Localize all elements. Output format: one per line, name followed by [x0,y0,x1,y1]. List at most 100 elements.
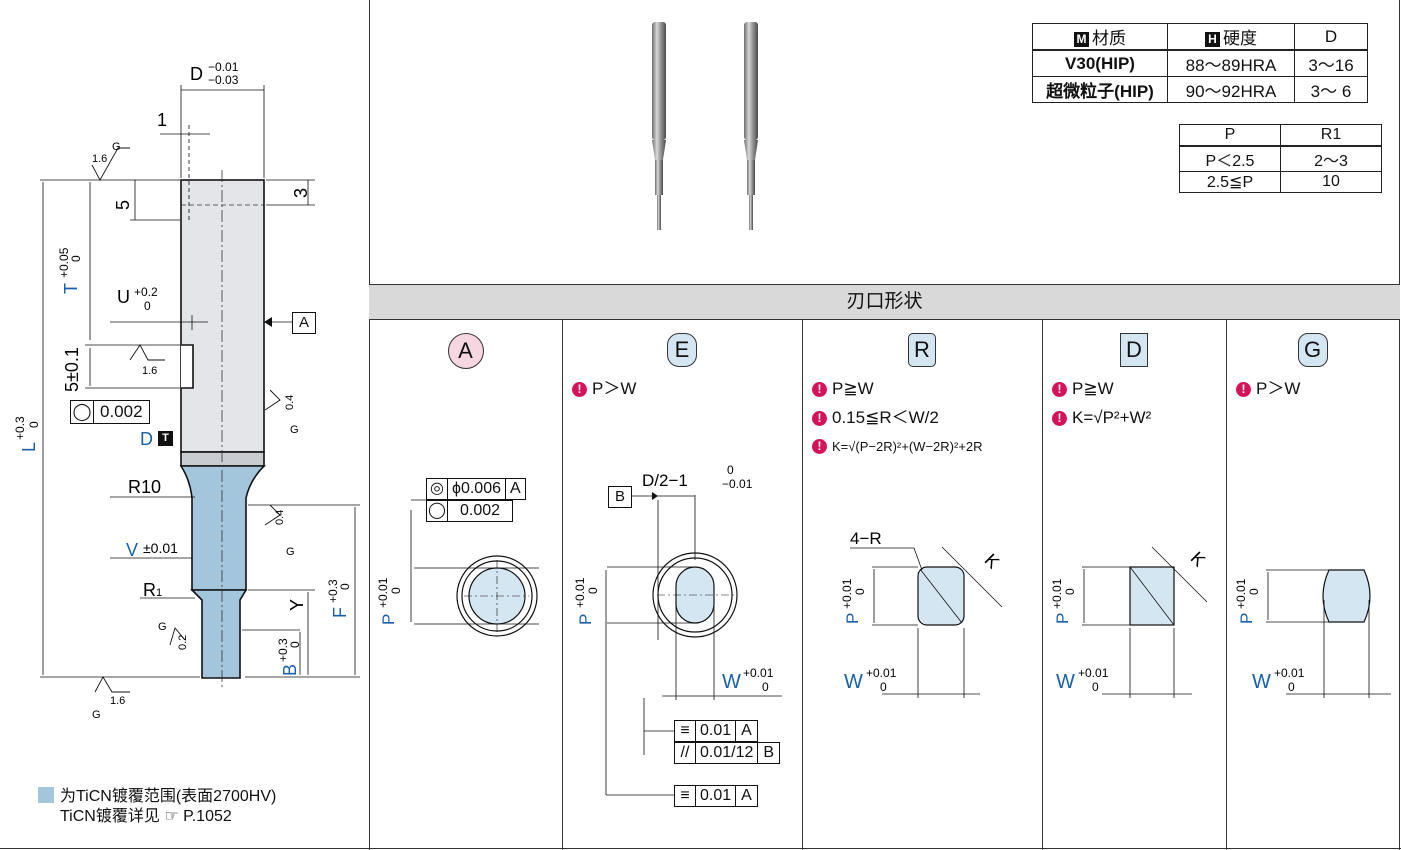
b-tol-low: 0 [288,641,302,648]
shape-r-note: ! P≧W [812,379,874,399]
legend-row-1: 为TiCN镀覆范围(表面2700HV) [38,787,276,807]
datum-b-box: B [608,486,632,508]
symmetry-value: 0.01 [696,786,737,806]
main-drawing: D −0.01 −0.03 1 5 3 U +0.2 0 R10 R1 V ±0… [13,60,360,721]
r1-cell: 2～3 [1280,145,1382,172]
p-label: P [1237,613,1256,624]
coaxiality-value: ϕ0.006 [448,479,506,499]
note-text: P＞W [1256,379,1301,398]
shape-code-badge: R [908,333,936,367]
shape-a-drawing: P +0.01 0 [376,499,539,637]
shape-d-note: !K=√P²+W² [1052,408,1151,428]
p-header: P [1179,124,1281,147]
roughness-label: 0.4 [284,395,296,410]
u-label: U [117,287,130,307]
warning-icon: ! [812,382,827,397]
d-range-cell: 3～ 6 [1294,76,1368,103]
r1-letter: R [143,580,156,600]
punch-body [179,179,266,679]
p-tol-up: +0.01 [840,578,854,609]
datum-a-marker [264,317,272,327]
shape-r-drawing: 4−R K W +0.01 0 P +0.01 0 [840,529,1004,698]
p-label: P [843,613,862,624]
g-label: G [92,709,101,721]
roughness-label: 1.6 [92,153,107,165]
g-label: G [286,546,295,558]
w-tol-up: +0.01 [1274,666,1305,680]
col-divider-2 [802,320,803,850]
p-tol-low: 0 [1247,588,1261,595]
shape-code-badge: E [667,333,697,367]
shape-d-drawing: K W +0.01 0 P +0.01 0 [1050,546,1209,698]
col-divider-4 [1226,320,1227,850]
shape-e-note: !P＞W [572,379,636,399]
section-title: 刃口形状 [846,291,923,312]
material-header-text: 材质 [1092,29,1126,48]
r1-header: R1 [1280,124,1382,147]
symmetry-frame-1: ≡ 0.01 A [674,720,758,742]
p-tol-low: 0 [1063,588,1077,595]
f-tol-low: 0 [338,583,352,590]
note-text: P≧W [1072,379,1114,398]
shape-g-note: !P＞W [1236,379,1300,399]
legend-line-2: TiCN镀覆详见 [60,808,160,825]
shape-r-note: !K=√(P−2R)²+(W−2R)²+2R [812,437,983,457]
p-label: P [1053,613,1072,624]
note-text: 0.15≦R＜W/2 [832,408,939,427]
material-cell: V30(HIP) [1032,49,1168,77]
t-badge: T [158,431,173,446]
corner-label-text: 4−R [850,529,882,548]
warning-icon: ! [812,439,827,454]
p-label: P [379,614,398,625]
w-tol-up: +0.01 [743,666,774,680]
p-tol-up: +0.01 [1050,578,1064,609]
dimension-lines [40,85,360,678]
l-tol-up: +0.3 [13,416,27,440]
shape-d-header: D [1042,333,1226,367]
p-r1-table: P R1 P＜2.5 2～3 2.5≦P 10 [1179,124,1382,193]
g-label: G [290,424,299,436]
symmetry-datum: A [741,722,752,739]
col-divider-1 [562,320,563,850]
parallelism-icon: // [675,743,696,763]
w-tol-up: +0.01 [1078,666,1109,680]
datum-a-box: A [292,312,316,334]
u-tol-up: +0.2 [134,285,158,299]
shape-r-note: ! 0.15≦R＜W/2 [812,408,939,428]
page-ref[interactable]: P.1052 [183,808,232,825]
p-cell: P＜2.5 [1179,145,1281,172]
note-text: P≧W [832,379,874,398]
t-tol-up: +0.05 [57,247,71,278]
coaxiality-frame: ◎ ϕ0.006 A [426,478,526,500]
w-label: W [1252,671,1271,693]
frame-right-border [1399,0,1400,850]
p-r1-header: P R1 [1179,124,1382,147]
p-tol-up: +0.01 [573,577,587,608]
d-header: D [1294,23,1368,51]
roughness-label: 0.2 [177,635,189,650]
r1-sub: 1 [156,587,162,599]
roughness-symbols [91,147,281,693]
f-tol-up: +0.3 [326,579,340,603]
dim-1-label: 1 [157,110,167,130]
y-label: Y [287,599,307,611]
roughness-label: 1.6 [142,365,157,377]
shape-e-drawing: D/2−1 0 −0.01 W +0.01 0 P +0.01 0 [573,463,782,796]
shape-code-badge: D [1120,333,1148,367]
p-r1-row: 2.5≦P 10 [1179,171,1382,193]
k-label: K [981,550,1004,573]
note-text: K=√P²+W² [1072,408,1152,427]
symmetry-icon: ≡ [675,786,696,806]
w-tol-low: 0 [1288,680,1295,694]
warning-icon: ! [572,382,587,397]
frame-left-divider [369,0,370,850]
shape-a-header: A [369,333,562,369]
circularity-frame-a: ◯ 0.002 [426,500,514,522]
b-tol-up: +0.3 [276,638,290,662]
warning-icon: ! [812,411,827,426]
v-label: V [126,540,138,560]
coaxiality-datum: A [510,480,521,497]
d-t-label: D [140,429,153,449]
material-cell: 超微粒子(HIP) [1032,76,1168,103]
